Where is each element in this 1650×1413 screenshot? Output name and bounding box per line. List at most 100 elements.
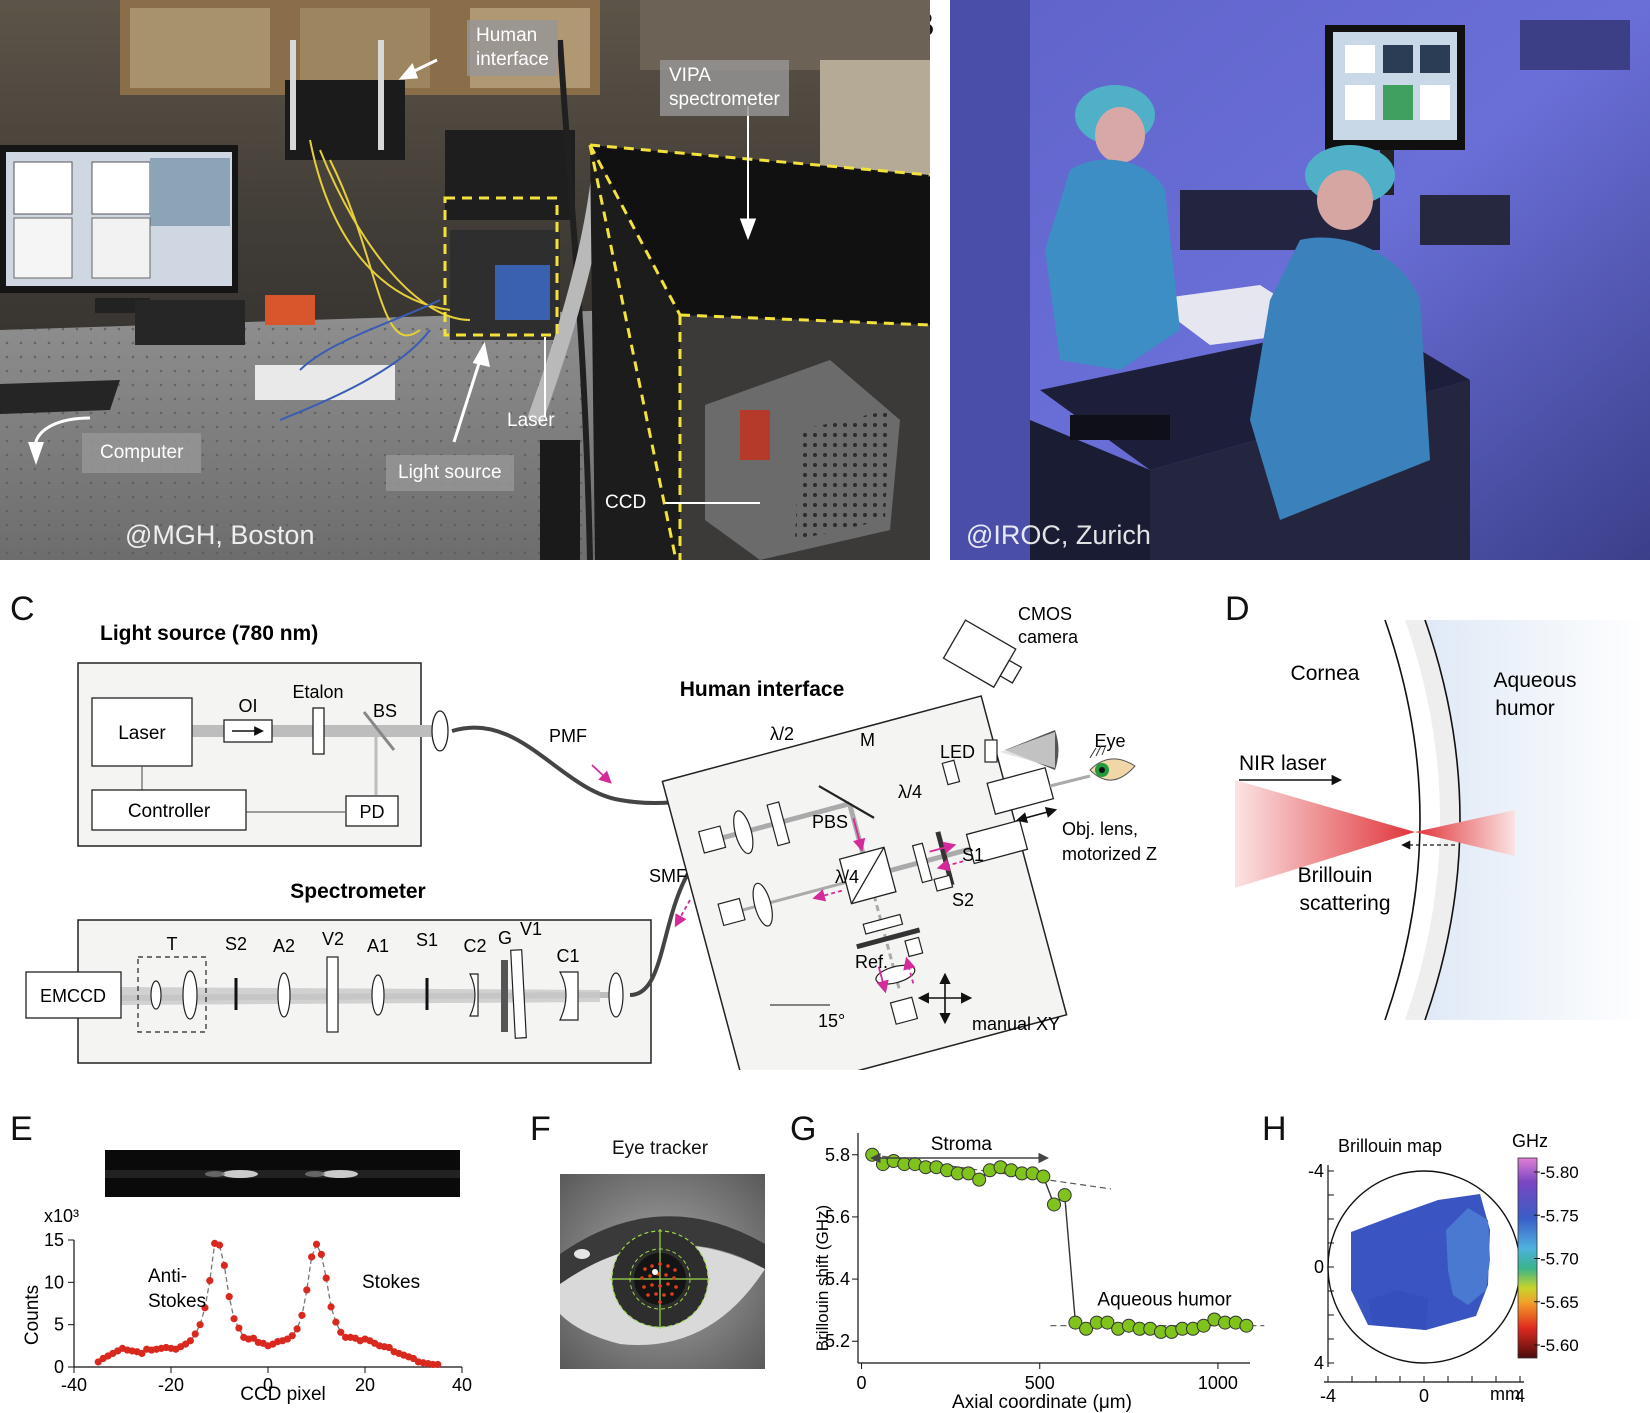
brillouin-map-title: Brillouin map	[1338, 1136, 1442, 1156]
bs-label: BS	[373, 701, 397, 721]
spectrum-point	[327, 1303, 335, 1311]
aperture-lens-a2	[277, 972, 291, 1018]
colorbar-tick-label: -5.75	[1540, 1206, 1579, 1225]
spectrum-point	[303, 1286, 311, 1294]
nir-laser-beam-out	[1415, 810, 1515, 856]
spectrum-point	[235, 1324, 243, 1332]
smf-label: SMF	[649, 866, 687, 886]
map-x-tick-label: 4	[1515, 1386, 1525, 1405]
brillouin-ylabel: Brillouin shift (GHz)	[813, 1205, 832, 1351]
spectrum-x-tick-label: 20	[355, 1375, 375, 1395]
spectrum-point	[206, 1277, 214, 1285]
spectrum-point	[385, 1343, 393, 1352]
brillouin-point	[1100, 1315, 1115, 1330]
brillouin-y-tick-label: 5.6	[825, 1207, 850, 1227]
map-region-mid	[1368, 1290, 1428, 1330]
spectrum-point	[298, 1311, 306, 1319]
human-interface-title: Human interface	[680, 678, 845, 701]
spectrum-point	[225, 1293, 233, 1301]
emccd-label: EMCCD	[40, 986, 106, 1006]
spec-label-a1: A1	[367, 936, 389, 956]
spectrum-x-tick-label: 0	[263, 1375, 273, 1395]
aqueous-humor-label: Aqueous humor	[1097, 1289, 1232, 1310]
panel-letter-d: D	[1225, 590, 1250, 628]
nir-laser-beam-in	[1235, 780, 1415, 888]
spectrometer-title: Spectrometer	[290, 880, 425, 903]
spectrum-xlabel: CCD pixel	[240, 1384, 326, 1405]
brillouin-point	[961, 1166, 976, 1181]
brillouin-point	[1047, 1197, 1061, 1212]
colorbar-tick-label: -5.70	[1540, 1250, 1579, 1269]
spec-label-v2: V2	[322, 929, 344, 949]
label-vipa-spectrometer: VIPA spectrometer	[660, 60, 789, 116]
label-vipa-line2: spectrometer	[669, 89, 780, 110]
brillouin-y-tick-label: 5.4	[825, 1269, 850, 1289]
panel-letter-e: E	[10, 1110, 33, 1148]
brillouin-point	[1036, 1169, 1051, 1184]
stokes-label: Stokes	[362, 1272, 420, 1293]
spectrum-point	[191, 1330, 199, 1338]
map-x-tick-label: -4	[1320, 1386, 1336, 1405]
label-light-source: Light source	[386, 455, 514, 491]
label-human-interface-line1: Human	[476, 25, 538, 46]
pbs-label: PBS	[812, 812, 848, 832]
label-computer: Computer	[82, 433, 202, 473]
colorbar-unit: GHz	[1512, 1131, 1548, 1151]
lab-photo-boston: Human interface VIPA spectrometer Comput…	[0, 0, 930, 560]
brillouin-y-tick-label: 5.2	[825, 1331, 850, 1351]
spectrum-point	[434, 1360, 442, 1369]
panel-letter-c: C	[10, 590, 35, 628]
anti-stokes-label-line2: Stokes	[148, 1291, 206, 1312]
panel-letter-g: G	[790, 1110, 817, 1148]
panel-letter-h: H	[1262, 1110, 1287, 1148]
label-ccd: CCD	[605, 492, 647, 513]
cornea-label: Cornea	[1291, 662, 1360, 685]
fiber-coupling-lens-1	[431, 710, 449, 752]
eye-tracker-image	[560, 1174, 765, 1369]
map-region-light	[1446, 1208, 1490, 1305]
fiber-coupling-lens-2	[608, 972, 624, 1018]
objective-lens-icon	[986, 766, 1055, 815]
map-y-tick-label: 0	[1314, 1257, 1324, 1277]
cmos-label-line1: CMOS	[1018, 604, 1072, 624]
brillouin-y-tick-label: 5.8	[825, 1145, 850, 1165]
cmos-camera-icon	[942, 619, 1023, 689]
aqueous-label-line1: Aqueous	[1494, 669, 1577, 692]
brillouin-point	[1196, 1318, 1211, 1333]
optical-setup-schematic: Light source (780 nm) Laser OI Etalon BS…	[25, 604, 1157, 1070]
oi-label: OI	[238, 696, 257, 716]
label-human-interface: Human interface	[467, 20, 558, 76]
spectrum-point	[215, 1241, 224, 1249]
spectrum-y-tick-label: 10	[44, 1272, 64, 1292]
spectrum-point	[317, 1250, 325, 1258]
s1-label: S1	[962, 845, 984, 865]
lab-photo-illustration	[0, 0, 930, 560]
colorbar-tick-label: -5.60	[1540, 1336, 1579, 1355]
map-y-tick-label: -4	[1308, 1161, 1324, 1181]
spectrum-point	[308, 1253, 316, 1261]
angle-label: 15°	[818, 1011, 845, 1031]
led-icon	[984, 739, 998, 763]
spec-label-v1: V1	[520, 919, 542, 939]
spectrum-x-tick-label: -20	[158, 1375, 184, 1395]
spectrum-point	[322, 1274, 330, 1282]
cornea-scattering-diagram: Cornea Aqueous humor NIR laser Brillouin…	[1235, 620, 1645, 1020]
spec-label-s1: S1	[416, 930, 438, 950]
obj-lens-label-line2: motorized Z	[1062, 844, 1157, 864]
spectrum-point	[332, 1318, 340, 1326]
location-boston: @MGH, Boston	[125, 520, 315, 550]
spectrum-point	[201, 1304, 209, 1312]
led-light-glow	[1000, 732, 1055, 768]
cornea-front-surface	[1384, 620, 1421, 1020]
stroma-label: Stroma	[931, 1134, 993, 1155]
spec-label-s2: S2	[225, 934, 247, 954]
led-label: LED	[940, 742, 975, 762]
map-y-tick-label: 4	[1314, 1353, 1324, 1373]
pd-label: PD	[359, 802, 384, 822]
aqueous-label-line2: humor	[1495, 697, 1555, 720]
brillouin-x-tick-label: 500	[1025, 1373, 1055, 1393]
spec-label-c2: C2	[463, 936, 486, 956]
vipa-v2	[326, 956, 339, 1033]
